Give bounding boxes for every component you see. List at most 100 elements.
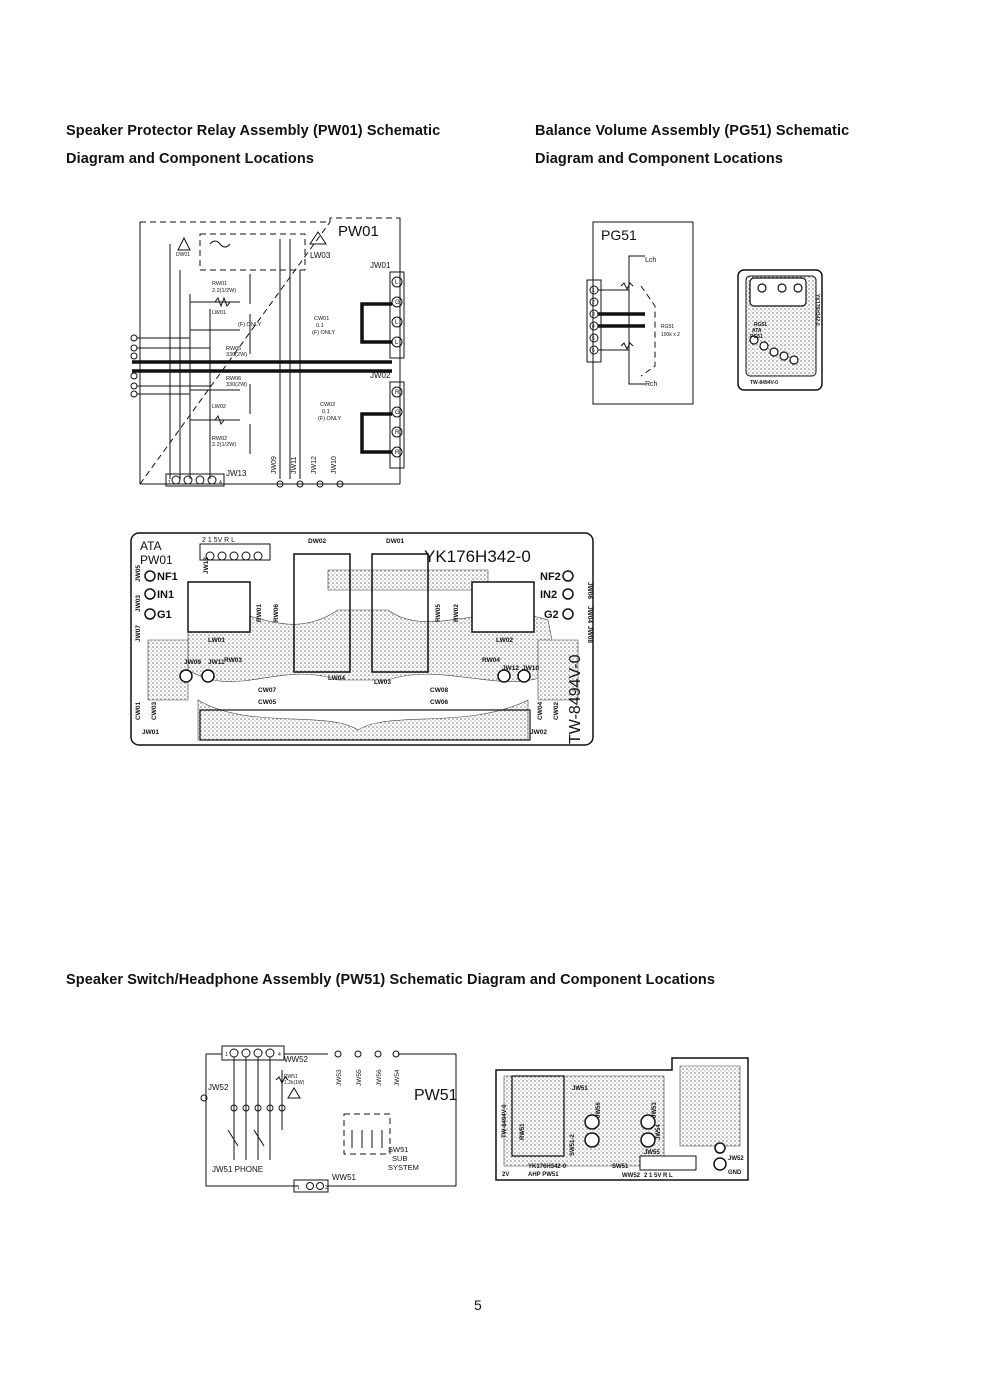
pw51-board-sw51-2: SW51-2 <box>570 1134 576 1156</box>
pw01-board: 2 1 5V R L ATA PW01 YK176H342-0 TW-8494V… <box>130 532 594 746</box>
pw01-board-lw03: LW03 <box>374 679 391 686</box>
pw01-schematic: PW01 LW03 DW01 JW01 L G L L JW02 R G R R <box>130 217 405 488</box>
pw01-board-cw05: CW05 <box>258 699 276 706</box>
pw51-board-ahp-pw51: AHP PW51 <box>528 1172 559 1178</box>
pw01-board-jw01: JW01 <box>142 729 159 736</box>
pw01-board-cw08: CW08 <box>430 687 448 694</box>
pg51-board-board-no: TW-8494V-0 <box>750 380 778 386</box>
pw01-board-jw08: JW08 <box>586 626 593 643</box>
pg51-rg51-value: 100k x 2 <box>661 332 680 338</box>
pw51-jw53: JW53 <box>336 1069 343 1086</box>
pw01-jw02-pin2: G <box>395 410 400 416</box>
pw51-sw51: SW51 <box>388 1145 408 1154</box>
pw01-f-only-1: (F) ONLY <box>238 322 261 328</box>
pw01-board-lw04: LW04 <box>328 675 345 682</box>
pw51-title: PW51 <box>414 1087 458 1104</box>
pw51-board-part-no: YK176H342-0 <box>528 1164 567 1170</box>
pw01-board-lw01: LW01 <box>208 637 225 644</box>
pw51-pin1: 1 <box>225 1052 228 1058</box>
pw01-f-only-2: (F) ONLY <box>312 330 335 336</box>
pw01-board-jw04: JW04 <box>586 606 593 623</box>
pw01-board-dw01: DW01 <box>386 538 404 545</box>
pw01-jw01-pin4: L <box>395 340 399 346</box>
pw51-jw56: JW56 <box>376 1069 383 1086</box>
pw51-board: 2V AHP PW51 YK176H342-0 SW51 WW52 2 1 5V… <box>495 1057 749 1181</box>
pw01-board-jw05: JW05 <box>135 565 142 582</box>
pw01-board-rw03: RW03 <box>224 657 242 664</box>
pw01-cw01-label: CW01 <box>314 316 329 322</box>
pw01-board-g1: G1 <box>157 609 172 621</box>
pw01-cw02-value: 0.1 <box>322 409 330 415</box>
pw01-title: PW01 <box>338 223 379 240</box>
pg51-lch: Lch <box>645 257 656 264</box>
pw01-board-jw13: JW13 <box>203 557 210 574</box>
pw01-board-lw02: LW02 <box>496 637 513 644</box>
pw01-rw05-label: RW05 <box>226 346 241 352</box>
heading-pg51: Balance Volume Assembly (PG51) Schematic… <box>535 117 849 173</box>
pw01-board-rw05: RW05 <box>435 604 442 622</box>
pw01-board-nf1: NF1 <box>157 571 178 583</box>
pw51-board-jw52: JW52 <box>728 1156 744 1162</box>
pw51-sub: SUB <box>392 1154 407 1163</box>
pw01-board-cw02: CW02 <box>553 702 560 720</box>
pw01-board-dw02: DW02 <box>308 538 326 545</box>
pw01-jw01-pin2: G <box>395 300 400 306</box>
pw01-rw05-value: 330(2W) <box>226 352 247 358</box>
pg51-rch: Rch <box>645 381 658 388</box>
page-number: 5 <box>474 1297 482 1313</box>
pw01-jw09-label: JW09 <box>271 456 278 474</box>
pw01-rw01-value: 2.2(1/2W) <box>212 288 236 294</box>
pw51-jw55: JW55 <box>356 1069 363 1086</box>
pg51-pin6: 6 <box>592 348 595 354</box>
pw01-board-in1: IN1 <box>157 589 174 601</box>
pw51-system: SYSTEM <box>388 1163 419 1172</box>
pw01-board-cw07: CW07 <box>258 687 276 694</box>
pw01-board-cw01: CW01 <box>135 702 142 720</box>
pw01-board-in2: IN2 <box>540 589 557 601</box>
pw01-board-rw04: RW04 <box>482 657 500 664</box>
pw51-board-jw53: JW53 <box>652 1102 658 1118</box>
pw01-board-cw06: CW06 <box>430 699 448 706</box>
pg51-pin1: 1 <box>592 288 595 294</box>
pw51-ww51-pin2: 2 <box>325 1185 328 1191</box>
pw51-board-jw56: JW56 <box>596 1102 602 1118</box>
pw01-jw10-label: JW10 <box>331 456 338 474</box>
pw01-board-connector: 2 1 5V R L <box>202 537 235 544</box>
pw01-jw01-label: JW01 <box>370 261 391 270</box>
pw01-jw13-pin4: 4 <box>219 480 222 486</box>
pw01-board-jw11: JW11 <box>208 659 225 666</box>
heading-pw01: Speaker Protector Relay Assembly (PW01) … <box>66 117 440 173</box>
pw01-rw02-value: 2.2(1/2W) <box>212 442 236 448</box>
pw01-jw02-pin3: R <box>395 430 400 436</box>
pw01-board-pw01: PW01 <box>140 553 173 567</box>
pg51-pin5: 5 <box>592 336 595 342</box>
pw01-jw13-label: JW13 <box>226 469 247 478</box>
pw51-rw51-value: 1.2k(1W) <box>284 1080 305 1086</box>
pg51-pin2: 2 <box>592 300 595 306</box>
pg51-title: PG51 <box>601 227 637 243</box>
pg51-pin4: 4 <box>592 324 595 330</box>
pw01-lw01-label: LW01 <box>212 310 226 316</box>
pw51-board-gnd: GND <box>728 1170 742 1176</box>
pw51-pin4: 4 <box>278 1052 281 1058</box>
heading-pg51-line2: Diagram and Component Locations <box>535 151 784 167</box>
pw01-lw02-label: LW02 <box>212 404 226 410</box>
pw51-board-connector: 2 1 5V R L <box>644 1173 673 1179</box>
pw01-board-board-no: TW-8494V-0 <box>567 654 584 744</box>
pw01-board-part-no: YK176H342-0 <box>424 547 531 566</box>
pw01-dw01-label: DW01 <box>176 252 190 258</box>
pw01-cw02-label: CW02 <box>320 402 335 408</box>
pw01-rw02-label: RW02 <box>212 436 227 442</box>
pw01-jw11-label: JW11 <box>291 457 298 474</box>
pw01-board-cw04: CW04 <box>537 702 544 720</box>
pw51-ww51-pin1: 1 <box>297 1185 300 1191</box>
pw01-board-jw03: JW03 <box>135 595 142 612</box>
pw01-board-g2: G2 <box>544 609 559 621</box>
pw01-rw01-label: RW01 <box>212 281 227 287</box>
heading-pw51-line1: Speaker Switch/Headphone Assembly (PW51)… <box>66 972 716 988</box>
pw01-board-rw02: RW02 <box>453 604 460 622</box>
pw51-board-ww52: WW52 <box>622 1173 641 1179</box>
pw51-board-board-no: TW-8494V-0 <box>502 1104 508 1138</box>
pw51-ww51: WW51 <box>332 1173 357 1182</box>
pw51-ww52: WW52 <box>284 1055 309 1064</box>
